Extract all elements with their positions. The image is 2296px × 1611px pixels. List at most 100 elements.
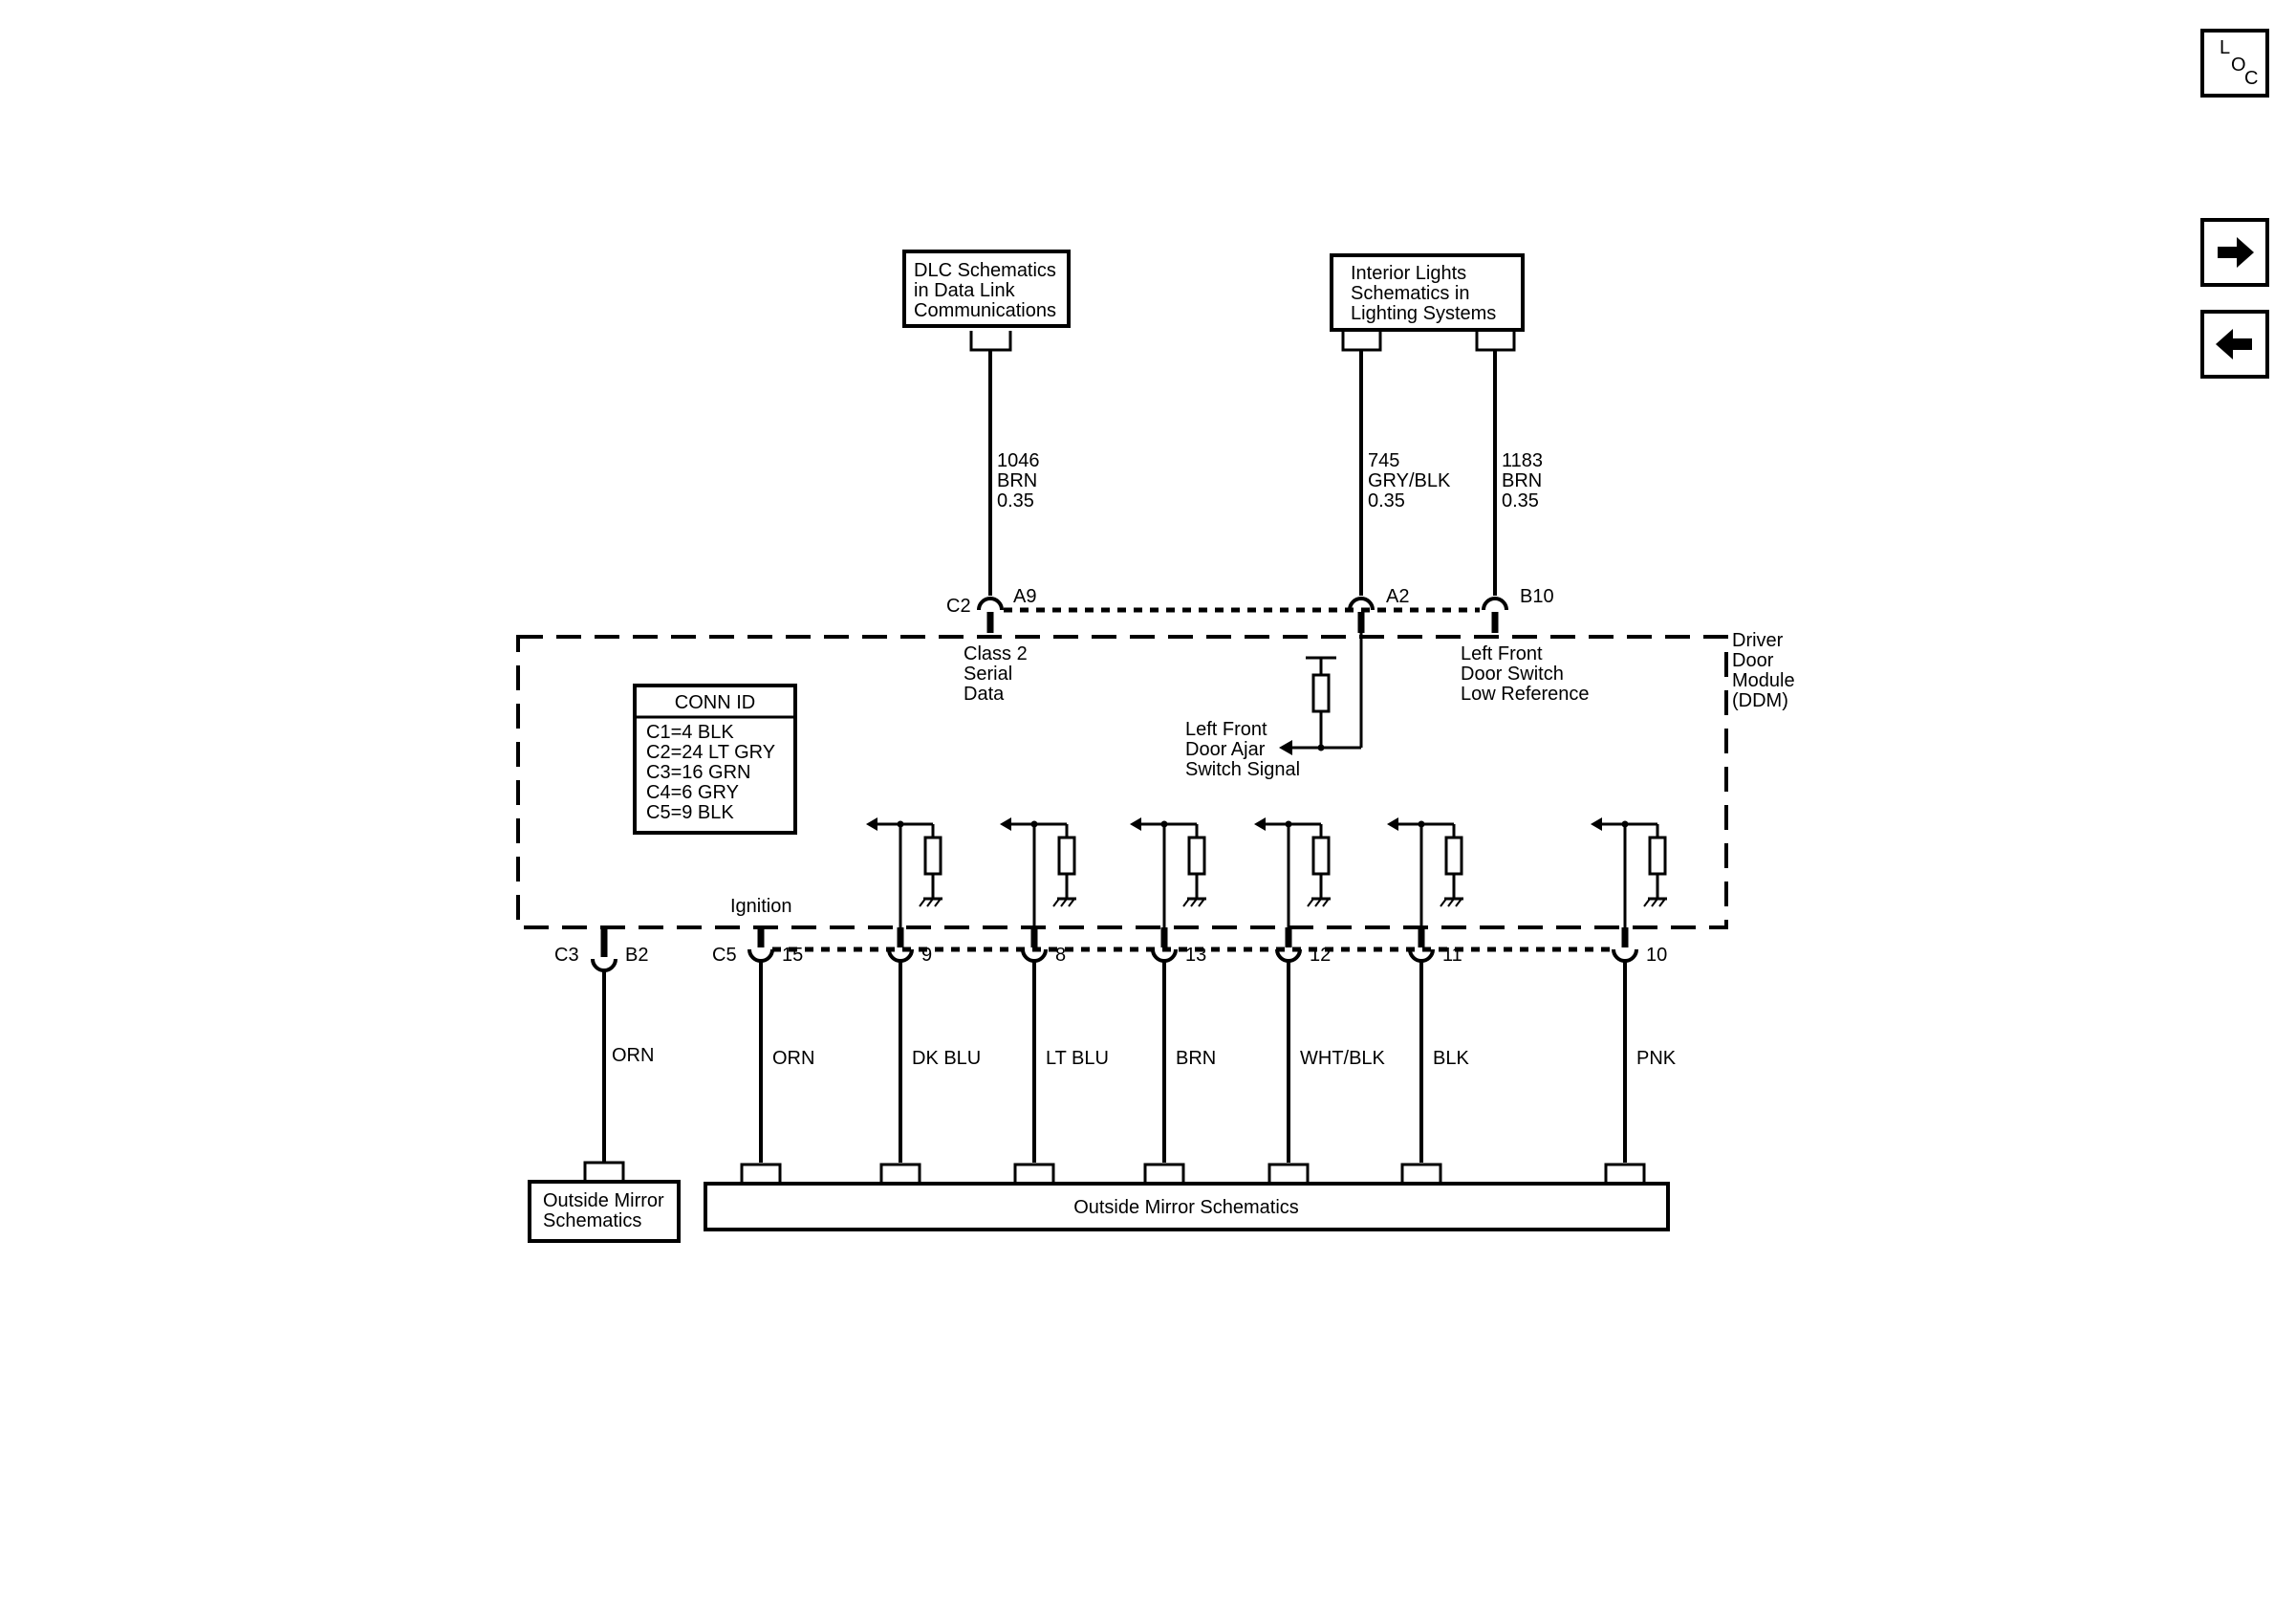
- top-connector-terminals: [977, 597, 1508, 611]
- door-switch-low-ref-label: Left Front Door Switch Low Reference: [1461, 643, 1590, 705]
- wire-b2-color: ORN: [612, 1045, 654, 1066]
- wire-stub: [1143, 1163, 1185, 1184]
- ddm-name-line-1: Driver: [1732, 630, 1784, 651]
- interior-lights-reference-box[interactable]: Interior Lights Schematics in Lighting S…: [1330, 253, 1525, 332]
- ground-icon: [1440, 897, 1463, 907]
- bottom-terminal-9: 9 DK BLU: [866, 817, 981, 1184]
- pin-9-label: 9: [921, 945, 932, 966]
- pin-15-label: 15: [782, 945, 803, 966]
- conn-id-row-2: C2=24 LT GRY: [646, 742, 775, 763]
- ddm-name-line-4: (DDM): [1732, 690, 1788, 711]
- dlc-ref-line-2: in Data Link: [914, 280, 1016, 301]
- output-arrow-icon: [866, 817, 877, 831]
- conn-id-row-1: C1=4 BLK: [646, 722, 734, 743]
- output-arrow-icon: [1254, 817, 1266, 831]
- c3-connector-label: C3: [554, 945, 579, 966]
- ground-icon: [919, 897, 942, 907]
- outside-mirror-ref-left[interactable]: Outside Mirror Schematics: [528, 1180, 681, 1243]
- conn-id-title: CONN ID: [675, 692, 755, 713]
- output-arrow-icon: [1130, 817, 1141, 831]
- conn-id-row-5: C5=9 BLK: [646, 802, 734, 823]
- ddm-name-line-3: Module: [1732, 670, 1795, 691]
- door-ajar-junction: [1317, 744, 1325, 751]
- door-ajar-line-2: Door Ajar: [1185, 739, 1266, 760]
- serial-line-1: Class 2: [964, 643, 1028, 664]
- wire-1046-color: BRN: [997, 470, 1037, 491]
- previous-page-button[interactable]: [2200, 310, 2269, 379]
- door-switch-line-2: Door Switch: [1461, 664, 1564, 685]
- wire-stub: [1013, 1163, 1055, 1184]
- internal-circuit-13: [1130, 817, 1206, 927]
- ground-icon: [1643, 897, 1667, 907]
- door-switch-line-1: Left Front: [1461, 643, 1543, 664]
- wire-745-color: GRY/BLK: [1368, 470, 1451, 491]
- wire-1046-size: 0.35: [997, 490, 1034, 512]
- loc-letter-c: C: [2244, 68, 2259, 89]
- wire-stub: [879, 1163, 921, 1184]
- ground-icon: [1307, 897, 1331, 907]
- pin-b10-label: B10: [1520, 586, 1554, 607]
- door-ajar-line-3: Switch Signal: [1185, 759, 1300, 780]
- ddm-module-name: Driver Door Module (DDM): [1732, 630, 1795, 711]
- interior-ref-line-2: Schematics in: [1351, 283, 1470, 304]
- door-ajar-arrow-icon: [1279, 740, 1292, 755]
- wire-745-circuit: 745: [1368, 450, 1399, 471]
- mirror-left-line-1: Outside Mirror: [543, 1190, 664, 1211]
- wire-1183-size: 0.35: [1502, 490, 1539, 512]
- top-wires: [988, 350, 1497, 596]
- pin-8-label: 8: [1055, 945, 1066, 966]
- c2-connector-label: C2: [946, 596, 971, 617]
- output-arrow-icon: [1591, 817, 1602, 831]
- ground-icon: [1182, 897, 1206, 907]
- internal-circuit-11: [1387, 817, 1463, 927]
- internal-circuit-12: [1254, 817, 1331, 927]
- door-ajar-line-1: Left Front: [1185, 719, 1267, 740]
- wire-8-color: LT BLU: [1046, 1048, 1109, 1069]
- output-arrow-icon: [1387, 817, 1398, 831]
- wire-745-labels: 745 GRY/BLK 0.35: [1368, 450, 1451, 512]
- output-arrow-icon: [1000, 817, 1011, 831]
- wire-stub: [1267, 1163, 1310, 1184]
- c3-b2-connector: [583, 927, 625, 1182]
- top-box-stubs: [969, 331, 1516, 352]
- mirror-left-line-2: Schematics: [543, 1210, 641, 1231]
- pin-b2-label: B2: [625, 945, 648, 966]
- wire-15-color: ORN: [772, 1048, 814, 1069]
- dlc-reference-box[interactable]: DLC Schematics in Data Link Communicatio…: [902, 250, 1071, 328]
- door-ajar-signal-label: Left Front Door Ajar Switch Signal: [1185, 719, 1300, 780]
- pin-10-label: 10: [1646, 945, 1667, 966]
- wire-1183-labels: 1183 BRN 0.35: [1502, 450, 1543, 512]
- ddm-name-line-2: Door: [1732, 650, 1774, 671]
- class2-serial-data-label: Class 2 Serial Data: [964, 643, 1028, 705]
- ignition-label: Ignition: [730, 896, 792, 917]
- arrow-left-icon: [2216, 329, 2252, 359]
- terminal-arc: [747, 948, 774, 963]
- pin-a2-label: A2: [1386, 586, 1409, 607]
- terminal-arc: [1612, 948, 1638, 963]
- dlc-ref-line-3: Communications: [914, 300, 1056, 321]
- next-page-button[interactable]: [2200, 218, 2269, 287]
- conn-id-row-4: C4=6 GRY: [646, 782, 739, 803]
- wire-745-size: 0.35: [1368, 490, 1405, 512]
- serial-line-2: Serial: [964, 664, 1012, 685]
- loc-letter-o: O: [2231, 54, 2246, 76]
- outside-mirror-ref-wide[interactable]: Outside Mirror Schematics: [704, 1182, 1670, 1231]
- wire-13-color: BRN: [1176, 1048, 1216, 1069]
- pin-a9-label: A9: [1013, 586, 1036, 607]
- ddm-module-outline: [516, 635, 1728, 929]
- interior-ref-line-1: Interior Lights: [1351, 263, 1466, 284]
- wire-stub: [1400, 1163, 1442, 1184]
- wire-9-color: DK BLU: [912, 1048, 981, 1069]
- internal-circuit-9: [866, 817, 942, 927]
- conn-id-box: CONN ID C1=4 BLK C2=24 LT GRY C3=16 GRN …: [633, 684, 797, 835]
- loc-button[interactable]: L O C: [2200, 29, 2269, 98]
- wire-1046-labels: 1046 BRN 0.35: [997, 450, 1040, 512]
- wire-1046-circuit: 1046: [997, 450, 1040, 471]
- bottom-terminal-8: 8 LT BLU: [1000, 817, 1109, 1184]
